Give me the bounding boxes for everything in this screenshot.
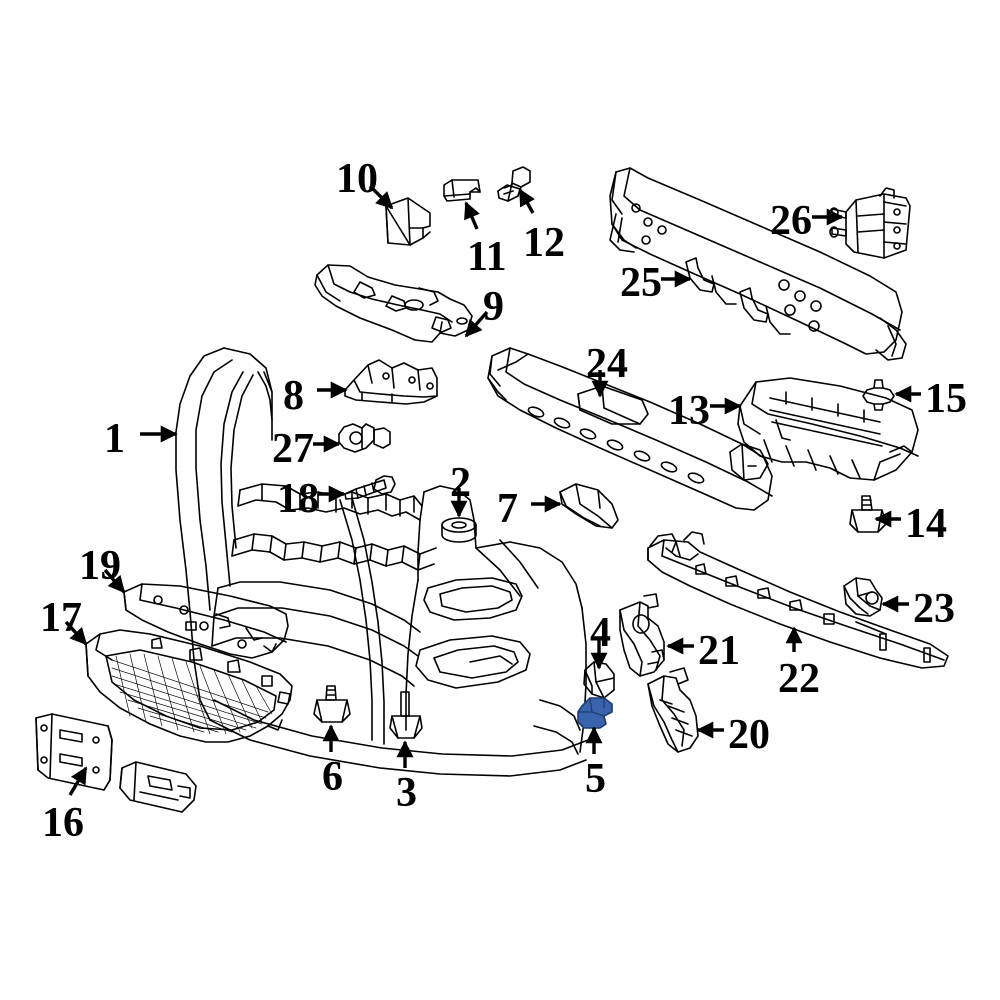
callout-arrow-16	[68, 766, 88, 796]
callout-number-19[interactable]: 19	[79, 543, 121, 589]
part-1-bumper-cover	[175, 347, 589, 777]
callout-number-17[interactable]: 17	[40, 595, 82, 641]
part-7-bracket	[559, 483, 619, 529]
callout-number-16[interactable]: 16	[42, 800, 84, 846]
callout-number-26[interactable]: 26	[770, 198, 812, 244]
part-13-absorber	[737, 377, 919, 481]
callout-arrow-19	[103, 568, 126, 594]
callout-number-21[interactable]: 21	[698, 628, 740, 674]
callout-number-1[interactable]: 1	[104, 416, 125, 462]
part-11-clip	[443, 179, 481, 202]
callout-number-12[interactable]: 12	[523, 220, 565, 266]
part-20-lower-bracket	[647, 667, 699, 753]
callout-number-27[interactable]: 27	[272, 426, 314, 472]
callout-number-24[interactable]: 24	[586, 341, 628, 387]
callout-number-9[interactable]: 9	[483, 284, 504, 330]
callout-arrow-9	[464, 310, 489, 338]
part-5-bumper-retainer-highlighted	[577, 697, 613, 729]
part-16-lower-strip	[119, 761, 197, 813]
part-26-crash-box	[829, 187, 911, 259]
part-3-screw	[389, 691, 423, 739]
callout-arrow-17	[64, 620, 88, 646]
callout-arrow-11	[464, 201, 480, 230]
callout-number-22[interactable]: 22	[778, 656, 820, 702]
part-25-upper-beam	[609, 167, 907, 361]
part-15-clip	[862, 379, 895, 411]
part-9-upper-brace	[314, 264, 473, 343]
part-14-bolt	[849, 495, 887, 533]
callout-number-5[interactable]: 5	[585, 756, 606, 802]
callout-number-25[interactable]: 25	[620, 260, 662, 306]
part-10-bracket	[385, 197, 431, 246]
callout-arrow-10	[368, 184, 394, 210]
part-6-bolt	[313, 685, 351, 723]
callout-number-20[interactable]: 20	[728, 712, 770, 758]
callout-number-18[interactable]: 18	[277, 476, 319, 522]
callout-number-14[interactable]: 14	[905, 501, 947, 547]
part-18-screw	[344, 475, 396, 500]
part-16-license-bracket	[35, 713, 113, 791]
callout-number-7[interactable]: 7	[497, 486, 518, 532]
callout-number-15[interactable]: 15	[925, 376, 967, 422]
callout-number-23[interactable]: 23	[913, 586, 955, 632]
part-24-reinforcement	[487, 347, 773, 511]
callout-number-13[interactable]: 13	[668, 388, 710, 434]
part-21-side-bracket	[619, 593, 665, 677]
part-8-side-retainer	[344, 359, 438, 405]
part-17-grille	[85, 629, 293, 743]
part-19-lower-moulding	[123, 583, 289, 659]
part-2-grommet	[441, 517, 477, 543]
callout-number-2[interactable]: 2	[450, 460, 471, 506]
callout-arrow-12	[518, 188, 535, 214]
callout-number-6[interactable]: 6	[322, 754, 343, 800]
part-22-lower-valance	[647, 531, 949, 669]
callout-number-10[interactable]: 10	[336, 156, 378, 202]
part-27-sensor	[338, 423, 391, 453]
callout-number-4[interactable]: 4	[590, 610, 611, 656]
callout-number-8[interactable]: 8	[283, 373, 304, 419]
part-23-retainer	[843, 577, 883, 617]
callout-number-11[interactable]: 11	[467, 234, 507, 280]
callout-number-3[interactable]: 3	[396, 770, 417, 816]
